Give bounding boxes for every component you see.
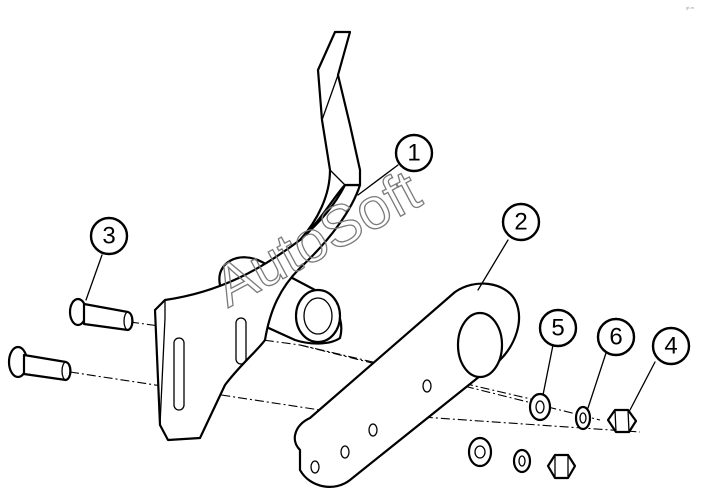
callout-3: 3: [89, 216, 129, 256]
callout-3-label: 3: [102, 223, 115, 250]
callout-1-label: 1: [407, 140, 420, 167]
callout-5: 5: [538, 308, 578, 348]
callout-2-label: 2: [514, 209, 527, 236]
callout-2: 2: [501, 202, 541, 242]
part-4-hex-nut-upper: [606, 408, 638, 434]
part-1-lever-bracket: [153, 30, 362, 442]
part-4-hex-nut-lower: [546, 453, 577, 480]
callout-4-label: 4: [664, 333, 677, 360]
part-5-flat-washer-lower: [467, 436, 493, 468]
corner-mark: gf-m: [686, 5, 695, 10]
part-6-lock-washer-upper: [574, 405, 592, 431]
callout-6-label: 6: [609, 324, 622, 351]
callout-5-label: 5: [551, 315, 564, 342]
part-3-bolt-lower: [7, 345, 72, 382]
part-3-bolt-upper: [68, 297, 134, 332]
callout-6: 6: [596, 317, 636, 357]
callout-1: 1: [394, 133, 434, 173]
part-6-lock-washer-lower: [512, 448, 532, 474]
part-5-flat-washer-upper: [528, 392, 552, 422]
callout-leader-lines: [85, 164, 656, 411]
part-2-link-plate: [293, 282, 520, 488]
callout-4: 4: [651, 326, 691, 366]
